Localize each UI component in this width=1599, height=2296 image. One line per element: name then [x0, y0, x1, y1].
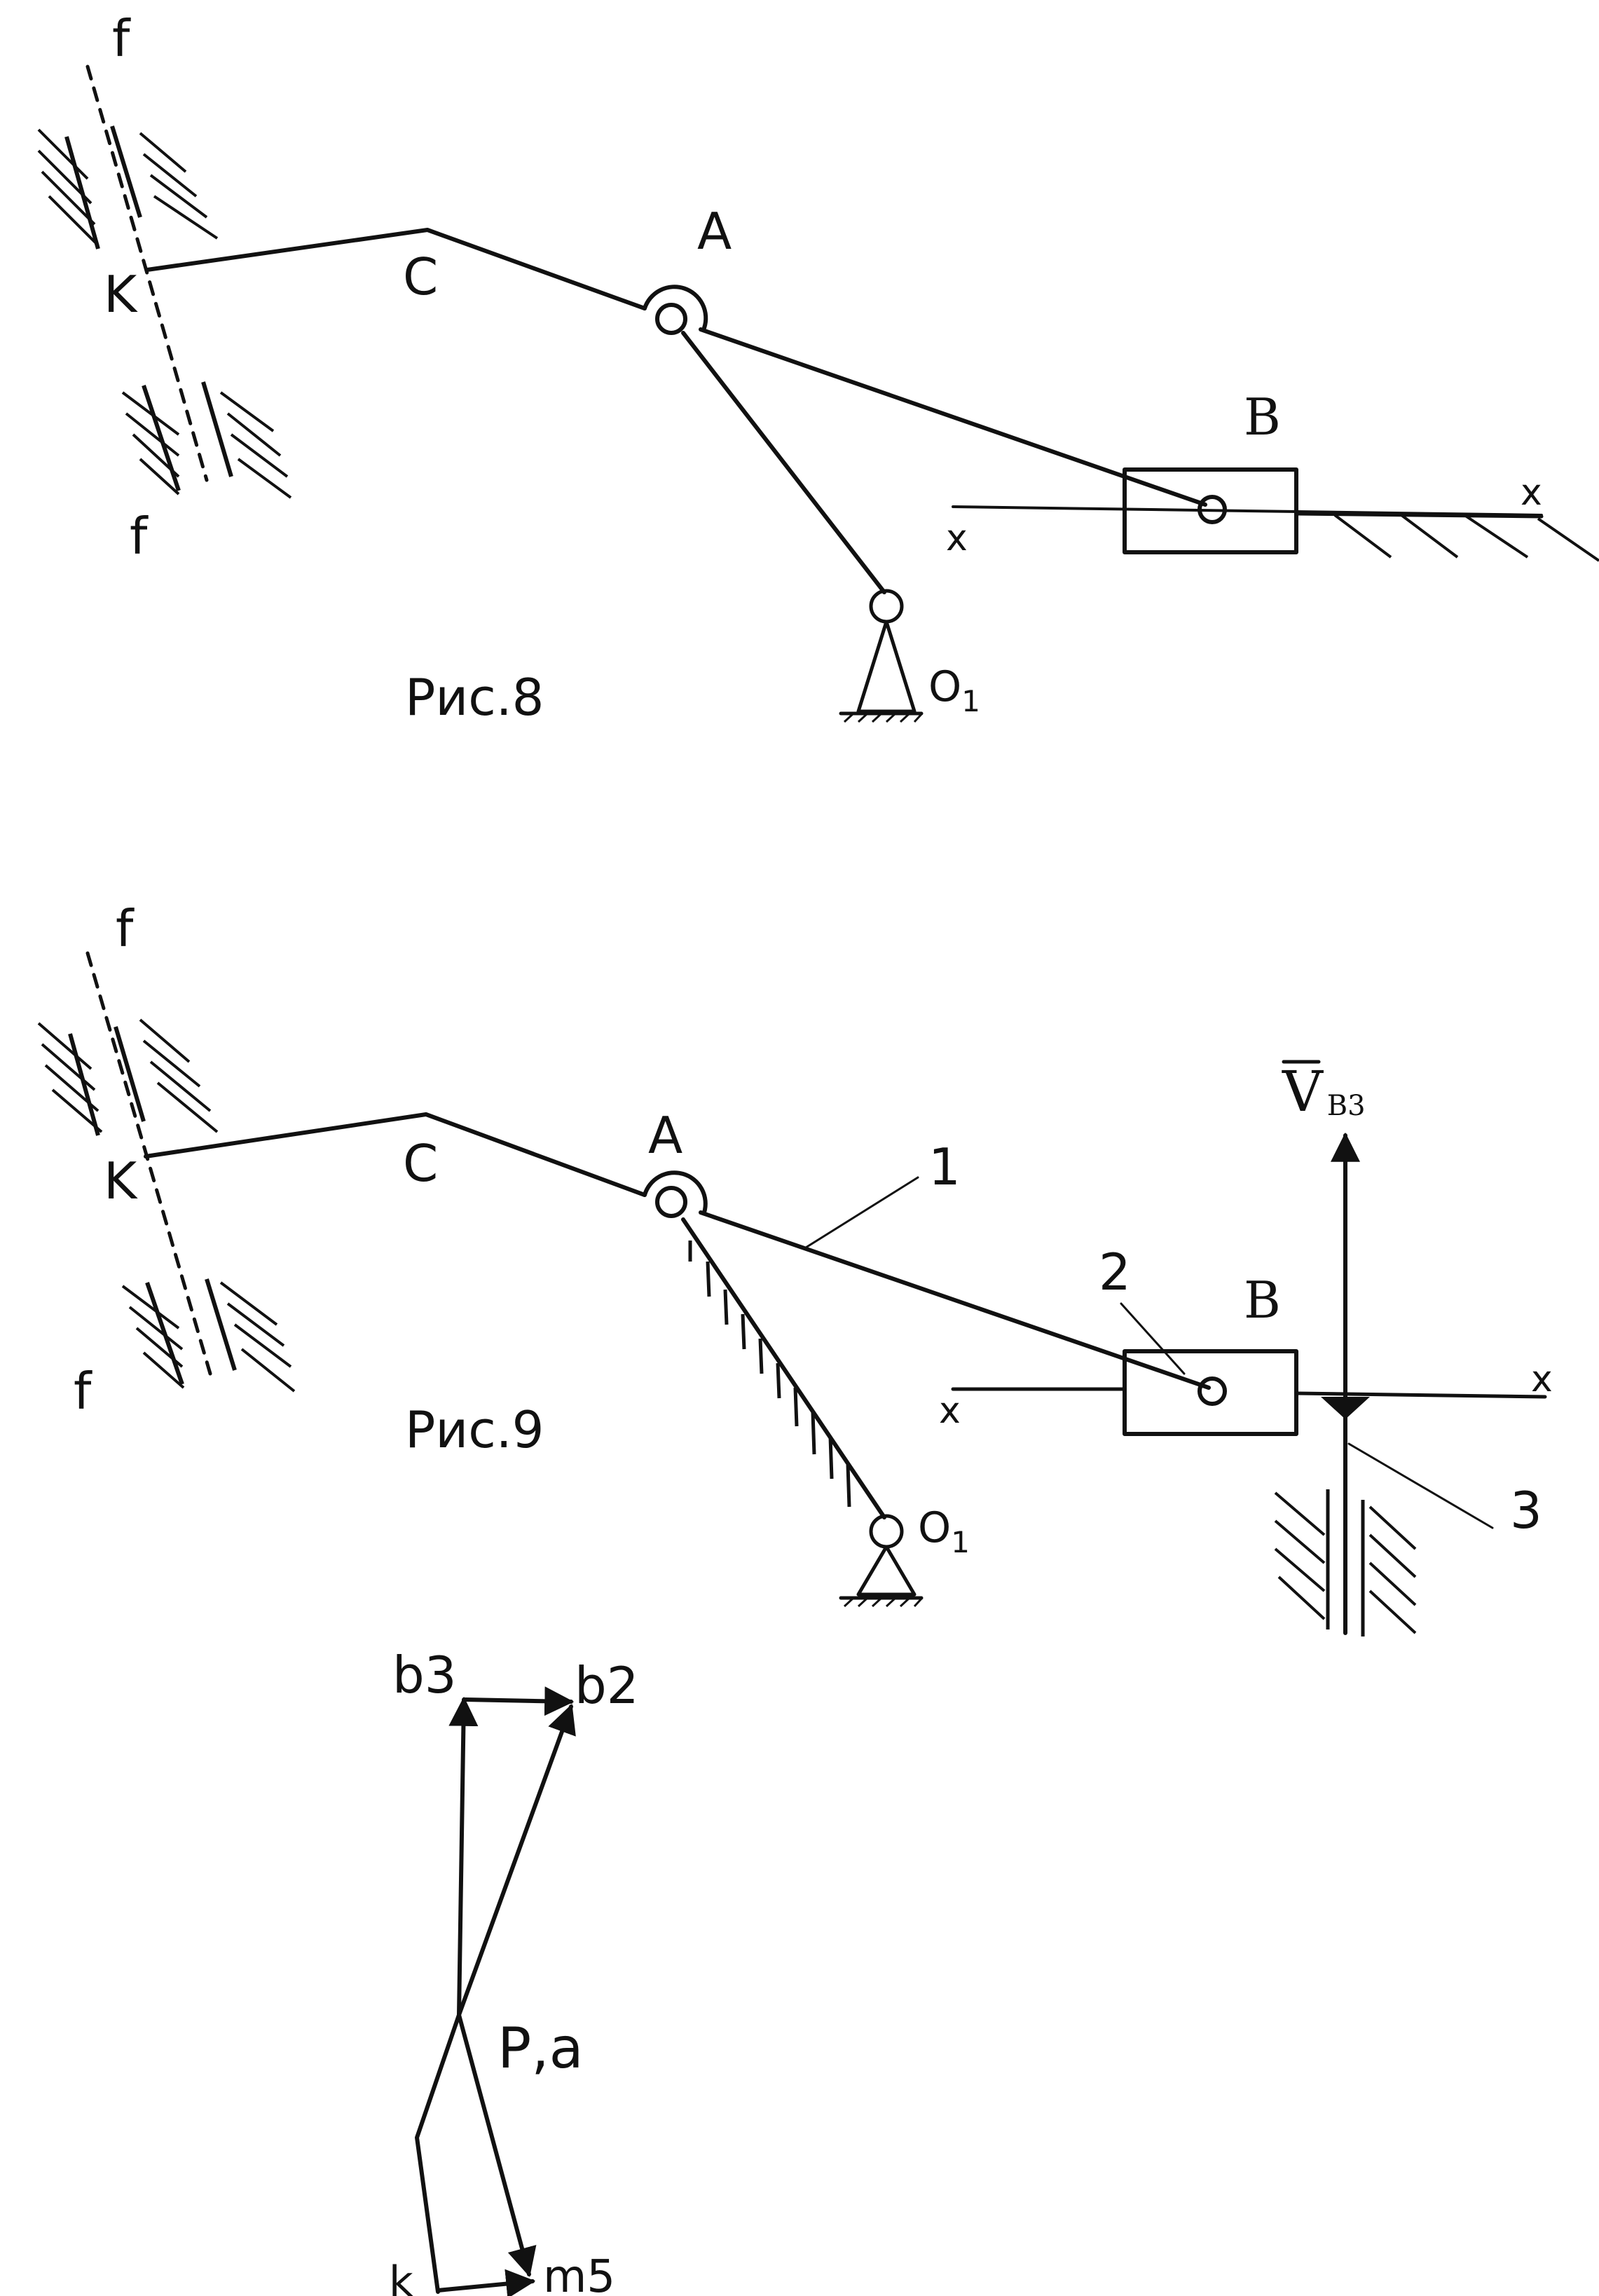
- leader-3: [1347, 1442, 1494, 1529]
- label-f-bottom: f: [74, 1362, 92, 1421]
- label-k-point: k: [389, 2257, 413, 2296]
- label-a: A: [697, 202, 732, 261]
- segment-pk: [415, 2013, 461, 2294]
- caption-fig9: Рис.9: [405, 1400, 544, 1459]
- label-k: K: [104, 1152, 138, 1210]
- label-b: B: [1244, 1271, 1281, 1330]
- guide-hatching: [37, 1018, 296, 1393]
- label-c: C: [403, 247, 438, 306]
- joint-a-housing: [643, 1170, 708, 1215]
- caption-fig8: Рис.8: [405, 668, 544, 727]
- label-k: K: [104, 265, 138, 324]
- link-ab: [699, 327, 1207, 507]
- pivot-o1-support: [856, 620, 917, 713]
- guide-line-f: [85, 64, 209, 482]
- vector-pm5: [457, 2013, 537, 2278]
- link-ao1-hatching: [688, 1241, 851, 1508]
- label-b3: b3: [392, 1646, 457, 1704]
- label-a: A: [648, 1106, 682, 1165]
- link-kca: [145, 228, 647, 310]
- joint-b: [1197, 1376, 1227, 1406]
- link-3-weld: [1321, 1397, 1370, 1419]
- leader-2: [1120, 1302, 1186, 1375]
- label-b2: b2: [575, 1656, 639, 1715]
- label-b: B: [1244, 388, 1281, 446]
- link-3-horizontal: [1294, 1391, 1547, 1399]
- link-kca: [144, 1112, 647, 1197]
- label-c: C: [403, 1134, 438, 1193]
- joint-a: [655, 1186, 687, 1218]
- vector-b3b2: [463, 1686, 575, 1716]
- joint-a: [655, 303, 687, 335]
- link-ao1-fixed: [681, 1217, 886, 1519]
- pivot-o1-hatching: [843, 1597, 924, 1608]
- label-f-top: f: [116, 899, 135, 958]
- label-p-a: P,a: [497, 2016, 584, 2081]
- ground-b: [1294, 512, 1544, 519]
- label-f-bottom: f: [130, 507, 149, 566]
- ground-b-hatching: [1333, 514, 1599, 562]
- leader-1: [804, 1176, 919, 1249]
- label-m5: m5: [543, 2251, 615, 2296]
- pivot-o1-hatching: [843, 712, 924, 723]
- vector-km5: [436, 2269, 536, 2296]
- pivot-o1-support: [856, 1545, 917, 1597]
- label-part-2: 2: [1099, 1243, 1131, 1301]
- link-ao1: [681, 331, 886, 594]
- vector-pb3: [448, 1696, 479, 2017]
- figure-8: f f K C A B x x O1 Рис.8: [37, 9, 1599, 727]
- label-x-left: x: [939, 1390, 961, 1432]
- guide-3-hatching: [1274, 1489, 1417, 1636]
- slider-b: [1123, 1349, 1298, 1436]
- label-x-right: x: [1521, 472, 1542, 514]
- joint-a-housing: [643, 285, 708, 330]
- guide-hatching: [37, 125, 292, 499]
- label-part-1: 1: [928, 1137, 961, 1196]
- label-o1: O1: [928, 662, 980, 718]
- pivot-o1: [869, 1514, 904, 1549]
- label-x-left: x: [946, 517, 968, 559]
- guide-line-f: [85, 951, 212, 1376]
- vector-pb2: [457, 1704, 576, 2017]
- label-f-top: f: [112, 9, 131, 68]
- pivot-o1: [869, 589, 904, 624]
- velocity-polygon: b3 b2 P,a k m5: [389, 1646, 639, 2296]
- label-part-3: 3: [1510, 1481, 1542, 1540]
- label-o1: O1: [918, 1503, 970, 1559]
- label-x-right: x: [1531, 1358, 1553, 1400]
